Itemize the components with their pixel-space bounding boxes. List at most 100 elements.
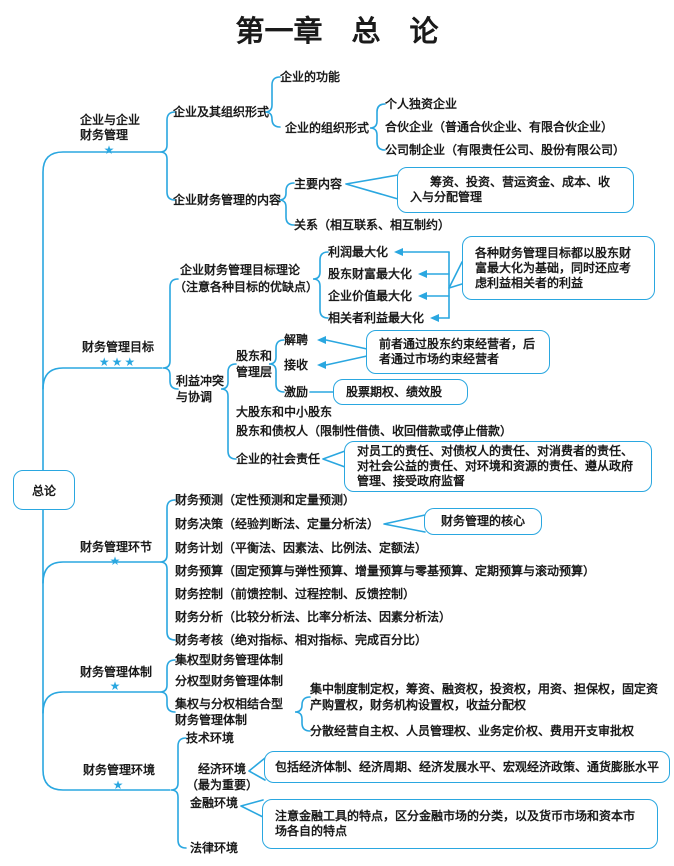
node-goal-enterprise-value-max: 企业价值最大化 — [328, 289, 413, 303]
node-conflict-line1: 利益冲突 — [176, 374, 225, 388]
node-plan: 财务计划（平衡法、因素法、比例法、定额法） — [175, 541, 428, 555]
callout-financial-note-text: 注意金融工具的特点，区分金融市场的分类，以及货币市场和资本市场各自的特点 — [275, 809, 636, 838]
economic-note-tail — [248, 757, 266, 781]
branch2-label: 财务管理目标 — [82, 340, 155, 354]
callout-economic-note-text: 包括经济体制、经济周期、经济发展水平、宏观经济政策、通货膨胀水平 — [275, 759, 660, 774]
spine-up-branch1-line — [42, 151, 161, 471]
bracket-conflict — [220, 363, 237, 460]
node-goal-profit-max: 利润最大化 — [328, 245, 389, 259]
callout-incentive-note: 股票期权、绩效股 — [333, 379, 468, 405]
branch1-star-icon: ★ — [103, 143, 117, 157]
bracket-b1 — [159, 111, 176, 201]
bracket-b3 — [159, 499, 176, 641]
main-note-tail — [345, 174, 399, 200]
node-decision: 财务决策（经验判断法、定量分析法） — [175, 517, 380, 531]
bracket-b5 — [170, 737, 187, 849]
arrowhead-takeover — [317, 361, 326, 369]
branch1-label-line1: 企业与企业 — [80, 113, 141, 127]
bracket-b4 — [159, 659, 176, 713]
callout-dismiss-note: 前者通过股东约束经营者，后者通过市场约束经营者 — [366, 330, 550, 374]
node-economic-env-line1: 经济环境 — [198, 762, 247, 776]
node-sole-proprietorship: 个人独资企业 — [385, 97, 458, 111]
node-control: 财务控制（前馈控制、过程控制、反馈控制） — [175, 587, 416, 601]
node-org-label: 企业及其组织形式 — [173, 105, 270, 119]
branch4-label: 财务管理体制 — [80, 665, 153, 679]
node-enterprise-function: 企业的功能 — [280, 70, 341, 84]
node-budget: 财务预算（固定预算与弹性预算、增量预算与零基预算、定期预算与滚动预算） — [175, 564, 596, 578]
node-combined-system-line1: 集权与分权相结合型 — [175, 697, 284, 711]
node-goal-shareholder-wealth-max: 股东财富最大化 — [328, 267, 413, 281]
node-conflict-line2: 与协调 — [176, 390, 213, 404]
node-forecast: 财务预测（定性预测和定量预测） — [175, 493, 356, 507]
node-goal-theory-line2: （注意各种目标的优缺点） — [174, 280, 319, 294]
callout-financial-note: 注意金融工具的特点，区分金融市场的分类，以及货币市场和资本市场各自的特点 — [262, 799, 658, 849]
branch3-line — [42, 561, 161, 584]
node-dismiss: 解聘 — [284, 333, 309, 347]
decision-note-tail — [383, 514, 426, 533]
node-centralized-system: 集权型财务管理体制 — [175, 653, 284, 667]
callout-social-note: 对员工的责任、对债权人的责任、对消费者的责任、对社会公益的责任、对环境和资源的责… — [344, 441, 652, 492]
social-note-tail — [322, 450, 346, 468]
node-legal-env: 法律环境 — [190, 841, 239, 855]
branch3-star-icon: ★ — [109, 554, 123, 568]
page-title: 第一章 总 论 — [235, 16, 439, 48]
root-node: 总论 — [13, 470, 75, 510]
node-fm-content-label: 企业财务管理的内容 — [173, 193, 282, 207]
branch2-stars-icon: ★★★ — [98, 355, 138, 369]
branch2-line — [42, 367, 163, 390]
callout-decision-note: 财务管理的核心 — [424, 508, 542, 535]
bracket-shareholder-mgmt — [268, 339, 285, 393]
node-central-rights: 集中制度制定权，筹资、融资权，投资权，用资、担保权，固定资产购置权，财务机构设置… — [310, 682, 659, 712]
callout-goals-note: 各种财务管理目标都以股东财富最大化为基础，同时还应考虑利益相关者的利益 — [462, 236, 655, 300]
spine-down-branch5-line — [42, 507, 171, 791]
node-major-minor-shareholders: 大股东和中小股东 — [236, 405, 333, 419]
branch5-label: 财务管理环境 — [83, 763, 156, 777]
dismiss-arrow-line — [325, 339, 368, 350]
arrowhead-goal-4 — [430, 314, 439, 322]
goals-note-tail — [448, 261, 463, 289]
takeover-arrow-line — [325, 355, 368, 366]
node-economic-env-line2: （最为重要） — [186, 778, 259, 792]
node-combined-system-line2: 财务管理体制 — [175, 713, 248, 727]
callout-social-note-text: 对员工的责任、对债权人的责任、对消费者的责任、对社会公益的责任、对环境和资源的责… — [357, 444, 634, 488]
bracket-content — [278, 182, 295, 226]
bracket-combined — [294, 696, 311, 732]
branch5-star-icon: ★ — [112, 778, 126, 792]
bracket-forms — [369, 103, 386, 151]
node-analysis: 财务分析（比较分析法、比率分析法、因素分析法） — [175, 610, 452, 624]
node-financial-env: 金融环境 — [190, 796, 239, 810]
callout-main-content: 筹资、投资、营运资金、成本、收入与分配管理 — [397, 167, 634, 213]
callout-economic-note: 包括经济体制、经济周期、经济发展水平、宏观经济政策、通货膨胀水平 — [264, 751, 670, 783]
branch4-star-icon: ★ — [109, 679, 123, 693]
node-decentral-rights: 分散经营自主权、人员管理权、业务定价权、费用开支审批权 — [310, 724, 635, 738]
node-goal-theory-line1: 企业财务管理目标理论 — [180, 263, 301, 277]
node-decentralized-system: 分权型财务管理体制 — [175, 674, 284, 688]
branch1-label-line2: 财务管理 — [80, 128, 129, 142]
node-shareholder-mgmt-line1: 股东和 — [236, 349, 273, 363]
callout-goals-note-text: 各种财务管理目标都以股东财富最大化为基础，同时还应考虑利益相关者的利益 — [475, 245, 632, 290]
bracket-b2 — [162, 278, 179, 390]
branch4-line — [42, 691, 161, 714]
arrowhead-goal-1 — [394, 248, 403, 256]
node-social-responsibility: 企业的社会责任 — [236, 452, 321, 466]
node-org-forms-label: 企业的组织形式 — [285, 121, 370, 135]
node-corporation: 公司制企业（有限责任公司、股份有限公司） — [385, 143, 626, 157]
financial-note-tail — [240, 799, 264, 818]
node-shareholder-mgmt-line2: 管理层 — [236, 365, 273, 379]
node-partnership: 合伙企业（普通合伙企业、有限合伙企业） — [385, 120, 614, 134]
branch3-label: 财务管理环节 — [80, 540, 153, 554]
bracket-org — [264, 76, 281, 128]
node-main-content: 主要内容 — [294, 177, 343, 191]
callout-incentive-note-text: 股票期权、绩效股 — [346, 384, 443, 399]
node-relation: 关系（相互联系、相互制约） — [294, 218, 451, 232]
node-goal-stakeholder-max: 相关者利益最大化 — [328, 311, 425, 325]
node-assessment: 财务考核（绝对指标、相对指标、完成百分比） — [175, 633, 428, 647]
arrowhead-dismiss — [317, 336, 326, 344]
bracket-goals — [312, 251, 329, 319]
node-tech-env: 技术环境 — [186, 731, 235, 745]
arrowhead-goal-3 — [418, 292, 427, 300]
node-shareholders-creditors: 股东和债权人（限制性借债、收回借款或停止借款） — [236, 424, 513, 438]
node-incentive: 激励 — [284, 385, 309, 399]
callout-decision-note-text: 财务管理的核心 — [440, 514, 525, 528]
